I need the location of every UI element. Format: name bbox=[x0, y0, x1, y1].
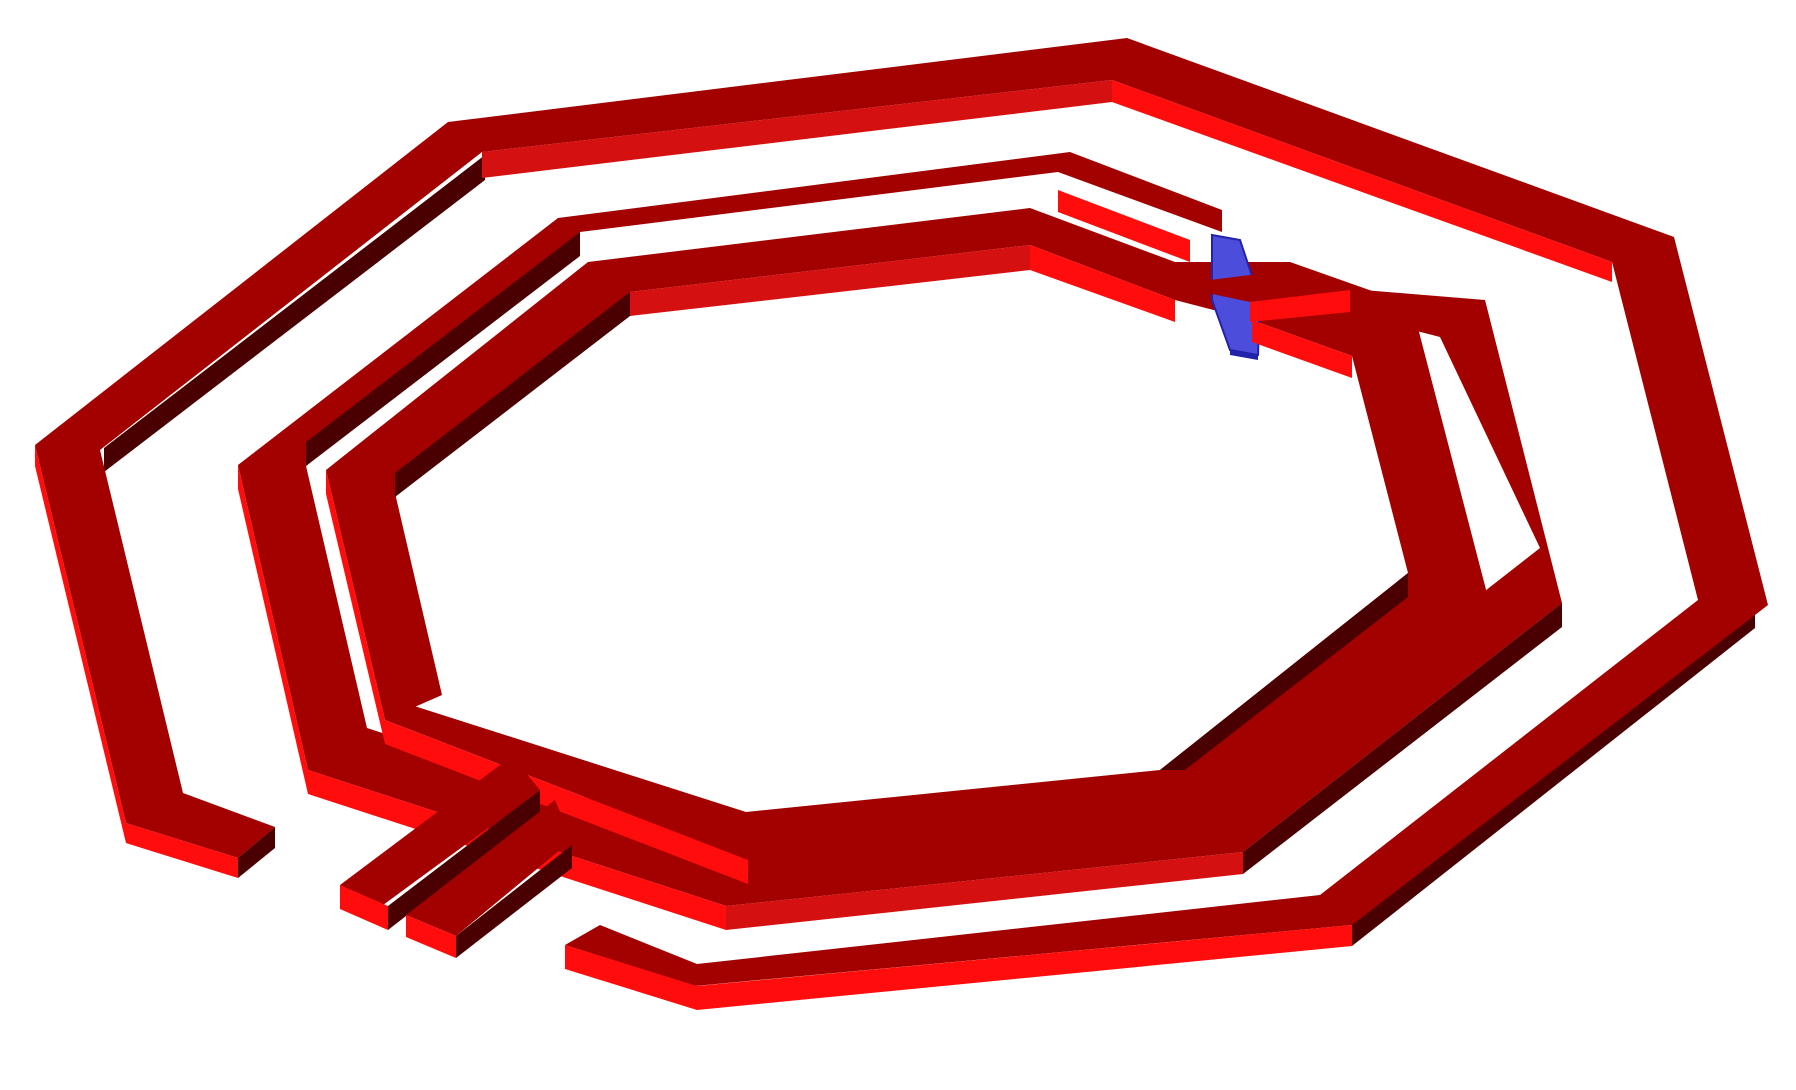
crossover-side bbox=[1252, 320, 1352, 378]
inner-turn-side-face bbox=[1030, 245, 1175, 322]
inner-turn-side-face bbox=[385, 720, 748, 884]
outer-turn-side-face bbox=[697, 925, 1352, 1010]
port-lead-right-dark bbox=[456, 845, 572, 958]
via-block-side bbox=[1230, 350, 1258, 360]
outer-turn-side-face bbox=[565, 945, 697, 1010]
outer-turn-side-face bbox=[1112, 80, 1612, 282]
crossover-side bbox=[1250, 290, 1350, 322]
crossover-underpass bbox=[1170, 270, 1352, 378]
middle-turn-dark-face bbox=[1243, 603, 1562, 874]
outer-turn-dark-face bbox=[104, 155, 485, 472]
middle-turn-side-face bbox=[1058, 190, 1190, 262]
middle-turn-side-face bbox=[726, 852, 1243, 930]
port-lead-right-top bbox=[406, 800, 572, 936]
port-lead-left-top bbox=[340, 756, 540, 916]
outer-turn-side-face bbox=[35, 445, 126, 843]
inner-turn-dark-face bbox=[1160, 573, 1408, 770]
port-lead-right-side bbox=[406, 915, 456, 958]
port-lead-left-side bbox=[340, 885, 388, 930]
outer-turn-side-face bbox=[126, 823, 238, 878]
crossover-top bbox=[1170, 270, 1350, 302]
middle-turn-dark-face bbox=[306, 232, 580, 466]
inner-turn-side-face bbox=[630, 245, 1030, 316]
inner-turn-trace bbox=[326, 208, 1490, 884]
port-lead-right bbox=[406, 800, 572, 958]
outer-turn-trace bbox=[35, 38, 1768, 1010]
middle-turn-trace bbox=[238, 152, 1562, 930]
outer-turn-end-dark bbox=[238, 827, 275, 878]
port-lead-left-dark bbox=[388, 790, 540, 930]
outer-turn-side-face bbox=[482, 80, 1112, 178]
inner-turn-side-face bbox=[326, 470, 385, 744]
inner-turn-dark-face bbox=[395, 292, 630, 497]
port-lead-left bbox=[340, 756, 540, 930]
middle-turn-side-face bbox=[238, 465, 308, 794]
